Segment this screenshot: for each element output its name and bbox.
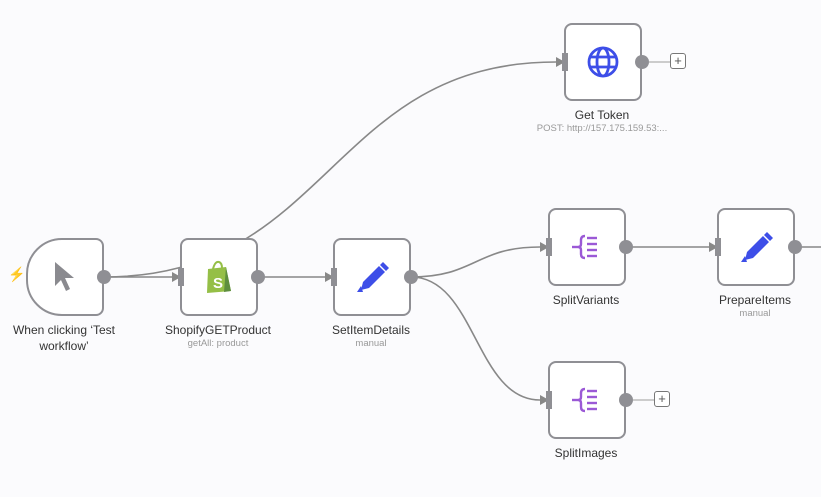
node-subtitle: manual bbox=[739, 308, 771, 319]
input-handle-shopify[interactable] bbox=[178, 268, 184, 286]
node-prepareitems[interactable] bbox=[717, 208, 795, 286]
output-handle-prepareitems[interactable] bbox=[788, 240, 802, 254]
arrow-head bbox=[325, 272, 334, 282]
output-handle-trigger[interactable] bbox=[97, 270, 111, 284]
node-label: SetItemDetails bbox=[331, 323, 411, 337]
node-trigger[interactable] bbox=[26, 238, 104, 316]
node-label: When clicking ‘Test workflow’ bbox=[12, 323, 116, 353]
node-splitvariants[interactable] bbox=[548, 208, 626, 286]
node-label: SplitVariants bbox=[552, 293, 620, 307]
node-subtitle: manual bbox=[355, 338, 387, 349]
arrow-head bbox=[540, 395, 549, 405]
output-handle-shopify[interactable] bbox=[251, 270, 265, 284]
node-label: PrepareItems bbox=[718, 293, 792, 307]
add-connector-line bbox=[649, 61, 670, 63]
input-handle-splitimages[interactable] bbox=[546, 391, 552, 409]
input-handle-setitem[interactable] bbox=[331, 268, 337, 286]
node-shopify[interactable]: S bbox=[180, 238, 258, 316]
connection-setitem-splitvariants[interactable] bbox=[410, 246, 541, 278]
cursor-icon bbox=[52, 260, 78, 294]
split-icon bbox=[571, 387, 603, 413]
input-handle-gettoken[interactable] bbox=[562, 53, 568, 71]
arrow-head bbox=[172, 272, 181, 282]
node-subtitle: POST: http://157.175.159.53:... bbox=[536, 123, 668, 134]
pencil-icon bbox=[739, 230, 773, 264]
arrow-head bbox=[709, 242, 718, 252]
shopify-icon: S bbox=[204, 260, 234, 294]
input-handle-prepareitems[interactable] bbox=[715, 238, 721, 256]
add-node-button-gettoken[interactable]: + bbox=[670, 53, 686, 69]
node-label: Get Token bbox=[574, 108, 630, 122]
node-label: ShopifyGETProduct bbox=[164, 323, 272, 337]
arrow-head bbox=[556, 57, 565, 67]
add-connector-line bbox=[633, 399, 654, 401]
node-gettoken[interactable] bbox=[564, 23, 642, 101]
input-handle-splitvariants[interactable] bbox=[546, 238, 552, 256]
split-icon bbox=[571, 234, 603, 260]
connection-setitem-splitimages[interactable] bbox=[410, 276, 541, 401]
node-setitem[interactable] bbox=[333, 238, 411, 316]
connection-trigger-gettoken[interactable] bbox=[103, 61, 557, 278]
output-handle-splitimages[interactable] bbox=[619, 393, 633, 407]
pencil-icon bbox=[355, 260, 389, 294]
output-handle-gettoken[interactable] bbox=[635, 55, 649, 69]
output-handle-setitem[interactable] bbox=[404, 270, 418, 284]
trigger-bolt-icon: ⚡ bbox=[8, 266, 26, 282]
arrow-head bbox=[540, 242, 549, 252]
node-label: SplitImages bbox=[554, 446, 618, 460]
node-splitimages[interactable] bbox=[548, 361, 626, 439]
globe-icon bbox=[586, 45, 620, 79]
output-handle-splitvariants[interactable] bbox=[619, 240, 633, 254]
svg-text:S: S bbox=[213, 275, 223, 292]
node-subtitle: getAll: product bbox=[187, 338, 249, 349]
add-node-button-splitimages[interactable]: + bbox=[654, 391, 670, 407]
